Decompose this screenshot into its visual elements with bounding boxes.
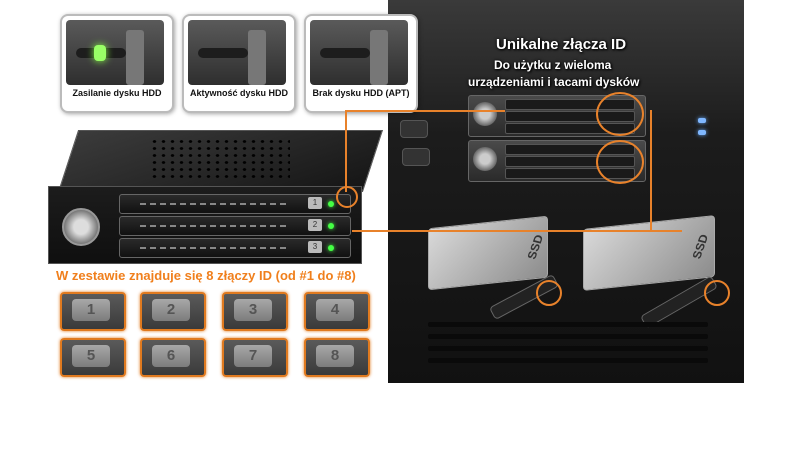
id-connector: 5 [60,338,126,377]
rack-vent-holes [150,138,290,178]
front-led-icon [698,118,706,123]
thumb-power: Zasilanie dysku HDD [60,14,174,113]
led-icon [328,245,334,251]
highlight-circle [596,92,644,136]
id-connector: 3 [222,292,288,331]
highlight-circle [536,280,562,306]
callout-line [352,230,682,232]
rack-slot: 2 [119,216,351,236]
ssd-tray-left: SSD [428,215,548,291]
rack-slot-id: 1 [308,197,322,209]
rack-slot-id: 3 [308,241,322,253]
thumb-activity: Aktywność dysku HDD [182,14,296,113]
id-connector: 4 [304,292,370,331]
thumb-activity-caption: Aktywność dysku HDD [189,88,289,98]
power-led-icon [94,45,106,61]
rack-front-panel: 1 2 3 [48,186,362,264]
rack-slot-id: 2 [308,219,322,231]
ssd-tray-right: SSD [583,215,715,291]
pc-case-photo: Unikalne złącza ID Do użytku z wieloma u… [388,0,744,383]
highlight-circle [336,186,358,208]
led-icon [328,201,334,207]
thumb-no-disk-caption: Brak dysku HDD (APT) [312,88,410,98]
led-icon [328,223,334,229]
rack-key-lock-icon [62,208,100,246]
right-heading-line1: Do użytku z wieloma [494,58,612,72]
lock-key-icon [473,147,497,171]
lock-key-icon [473,102,497,126]
id-connector: 1 [60,292,126,331]
highlight-circle [596,140,644,184]
ssd-label: SSD [524,233,547,261]
id-connector: 6 [140,338,206,377]
id-connector: 7 [222,338,288,377]
thumb-no-disk: Brak dysku HDD (APT) [304,14,418,113]
id-connector: 2 [140,292,206,331]
case-front-button [400,120,428,138]
callout-line [345,110,347,192]
case-front-button [402,148,430,166]
rack-slot: 3 [119,238,351,258]
right-heading-line2: urządzeniami i tacami dysków [468,75,640,89]
rack-slot: 1 [119,194,351,214]
callout-line [345,110,505,112]
right-heading-title: Unikalne złącza ID [496,36,627,53]
id-section-title: W zestawie znajduje się 8 złączy ID (od … [56,268,356,283]
highlight-circle [704,280,730,306]
ssd-label: SSD [689,232,712,261]
front-led-icon [698,130,706,135]
callout-line [650,110,652,230]
id-connector: 8 [304,338,370,377]
thumb-power-caption: Zasilanie dysku HDD [72,88,162,98]
